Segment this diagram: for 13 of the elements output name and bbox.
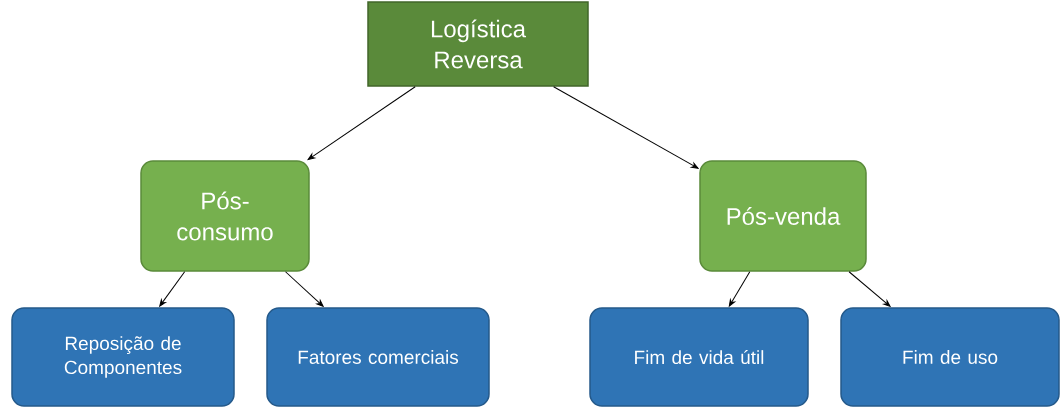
category-box: Pós-venda xyxy=(699,160,867,272)
leaf-box: Reposição de Componentes xyxy=(11,307,235,407)
leaf-box: Fatores comerciais xyxy=(266,307,490,407)
category-box: Pós-consumo xyxy=(140,160,310,272)
arrow xyxy=(159,271,186,307)
arrow xyxy=(848,271,891,307)
arrow xyxy=(307,86,416,160)
title-box: Logística Reversa xyxy=(367,1,589,87)
arrow xyxy=(285,271,324,307)
leaf-box: Fim de vida útil xyxy=(589,307,809,407)
arrow xyxy=(728,271,751,307)
leaf-box: Fim de uso xyxy=(840,307,1060,407)
arrow xyxy=(553,86,699,169)
